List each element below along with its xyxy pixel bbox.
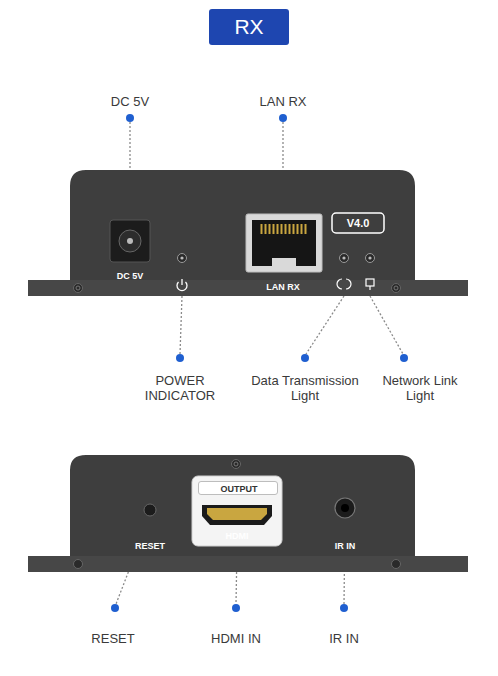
callout-label: Network Link Light [382, 373, 458, 403]
panel-label: IR IN [335, 541, 356, 551]
panel-label: OUTPUT [221, 484, 258, 494]
title-badge: RX [209, 9, 289, 45]
title-text: RX [234, 15, 263, 39]
panel-label: RESET [135, 541, 165, 551]
callout-label: IR IN [299, 631, 389, 646]
rx-housing-bottom [28, 455, 468, 572]
rx-rear-panel: RESET HDMI IR IN OUTPUT [70, 455, 415, 572]
callout-label: RESET [68, 631, 158, 646]
callout-label: LAN RX [223, 94, 343, 109]
rx-front-panel: DC 5V LAN RX V4.0 [70, 170, 415, 296]
output-tag: OUTPUT [198, 481, 278, 495]
rx-housing-top [28, 170, 468, 296]
panel-label: HDMI [226, 531, 249, 541]
callout-label: Data Transmission Light [241, 373, 369, 403]
callout-label: HDMI IN [191, 631, 281, 646]
panel-label: DC 5V [117, 271, 144, 281]
panel-label: LAN RX [266, 282, 300, 292]
version-badge: V4.0 [332, 213, 384, 233]
callout-label: DC 5V [70, 94, 190, 109]
callout-label: POWER INDICATOR [135, 373, 225, 403]
panel-label: V4.0 [347, 217, 370, 229]
